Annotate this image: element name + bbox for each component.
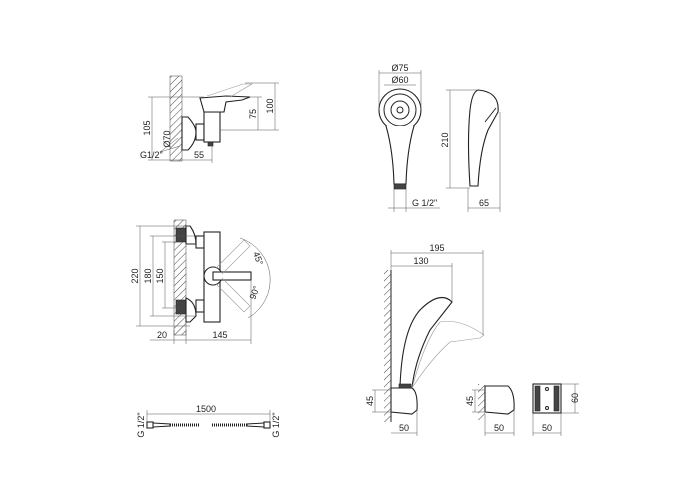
shower-head-front — [378, 88, 422, 132]
shower-thread-label: G 1/2" — [412, 198, 437, 208]
dim-195: 195 — [429, 243, 444, 253]
faucet-front-view: 45° 90° 220 180 150 20 145 — [130, 219, 271, 344]
dim-diameter-60: Ø60 — [391, 75, 408, 85]
thread-label: G1/2" — [140, 150, 163, 160]
dim-50-front: 50 — [542, 423, 552, 433]
holder-side-view: 45 50 — [465, 384, 515, 436]
dim-65: 65 — [479, 198, 489, 208]
dim-20: 20 — [157, 330, 167, 340]
dim-45: 45 — [365, 396, 375, 406]
angle-45: 45° — [251, 250, 265, 267]
dim-220: 220 — [130, 268, 140, 283]
dim-75: 75 — [248, 109, 258, 119]
shower-in-holder — [399, 296, 453, 389]
hand-shower-views: Ø75 Ø60 G 1/2" 210 65 — [378, 63, 501, 212]
shower-side-profile — [467, 89, 499, 187]
front-lever — [212, 271, 252, 281]
faucet-side-view: 105 100 75 Ø70 55 G1/2" — [140, 75, 279, 163]
dim-210: 210 — [440, 132, 450, 147]
dim-diameter-75: Ø75 — [391, 63, 408, 73]
dim-45-side: 45 — [465, 396, 475, 406]
dim-130: 130 — [413, 256, 428, 266]
wall-flange — [181, 116, 197, 151]
dim-150: 150 — [155, 268, 165, 283]
hose-view: 1500 G 1/2" G 1/2" — [136, 404, 281, 438]
holder-assembly-view: 195 130 45 50 — [365, 243, 485, 436]
hose-thread-left: G 1/2" — [136, 412, 146, 437]
dim-1500: 1500 — [196, 404, 216, 414]
dim-60: 60 — [570, 393, 580, 403]
faucet-body — [203, 111, 221, 143]
dim-100: 100 — [265, 98, 275, 113]
hose-thread-right: G 1/2" — [271, 412, 281, 437]
dim-50-side: 50 — [494, 423, 504, 433]
holder-front-view: 60 50 — [532, 383, 580, 436]
dim-180: 180 — [143, 268, 153, 283]
dim-145: 145 — [212, 330, 227, 340]
holder — [390, 387, 418, 415]
faucet-lever — [199, 95, 251, 113]
dim-105: 105 — [142, 120, 152, 135]
dim-50: 50 — [399, 423, 409, 433]
dim-55: 55 — [194, 150, 204, 160]
angle-90: 90° — [247, 284, 261, 301]
dim-diameter-70: Ø70 — [162, 130, 172, 147]
